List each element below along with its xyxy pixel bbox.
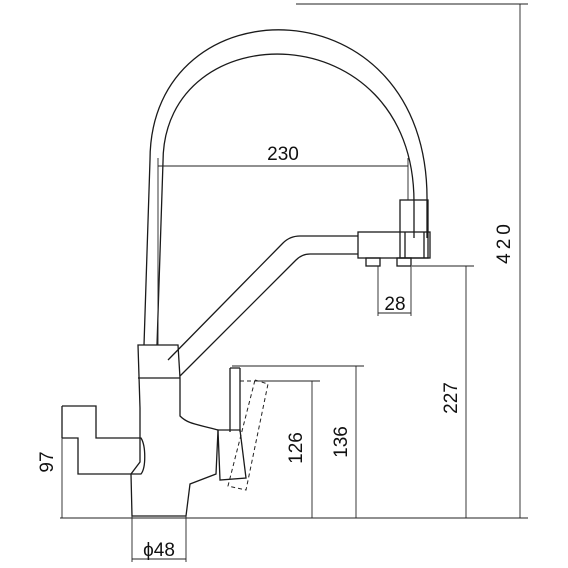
aerator-left bbox=[365, 257, 381, 267]
dim-filter-spout-126-label: 126 bbox=[286, 432, 307, 464]
left-lever bbox=[62, 405, 146, 475]
aerator-right bbox=[396, 257, 412, 267]
main-body bbox=[130, 344, 219, 517]
dim-total-height-label: 420 bbox=[494, 220, 515, 264]
dim-filter-spout-136-label: 136 bbox=[331, 426, 352, 458]
right-lever bbox=[217, 429, 247, 481]
hose-arch-outer bbox=[143, 29, 428, 346]
dim-aerator-width-label: 28 bbox=[384, 294, 405, 315]
filter-spout bbox=[167, 235, 358, 361]
hose-arch-inner bbox=[156, 53, 415, 346]
spray-head-collar bbox=[357, 231, 431, 259]
dim-spout-height-label: 227 bbox=[441, 382, 462, 414]
dimension-lines bbox=[60, 3, 528, 562]
dim-lever-height-label: 97 bbox=[37, 451, 58, 472]
faucet-outline bbox=[61, 29, 431, 517]
dim-reach-label: 230 bbox=[267, 144, 299, 165]
dim-base-diameter-label: ϕ48 bbox=[143, 540, 175, 561]
